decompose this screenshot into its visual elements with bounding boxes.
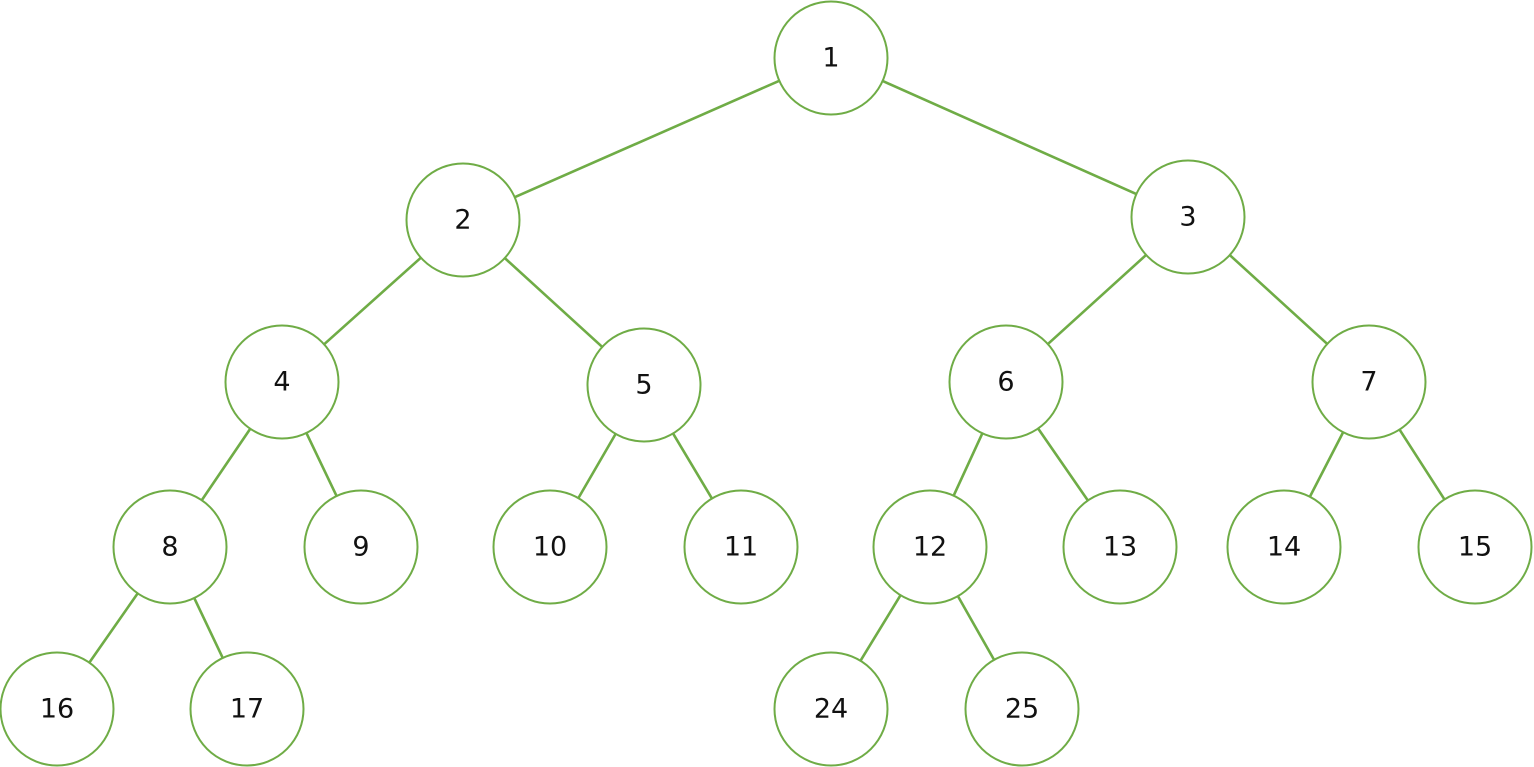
edge-7-15 xyxy=(1398,428,1446,501)
node-circle xyxy=(224,324,340,440)
node-label: 12 xyxy=(913,532,947,563)
edge-1-2 xyxy=(513,79,781,199)
edge-8-17 xyxy=(192,596,225,660)
node-circle xyxy=(1311,324,1427,440)
node-circle xyxy=(0,651,115,767)
tree-edges xyxy=(88,79,1446,664)
node-label: 5 xyxy=(635,370,652,401)
edge-3-7 xyxy=(1228,253,1329,346)
edge-6-13 xyxy=(1036,427,1090,502)
node-label: 7 xyxy=(1360,367,1377,398)
edge-2-5 xyxy=(503,256,604,349)
edge-3-6 xyxy=(1046,253,1148,346)
tree-node-24: 24 xyxy=(773,651,889,767)
node-circle xyxy=(773,651,889,767)
node-circle xyxy=(112,489,228,605)
tree-node-4: 4 xyxy=(224,324,340,440)
node-label: 24 xyxy=(814,694,848,725)
node-label: 2 xyxy=(454,205,471,236)
node-label: 25 xyxy=(1005,694,1039,725)
edge-7-14 xyxy=(1308,430,1345,499)
edge-4-8 xyxy=(200,427,252,502)
edge-2-4 xyxy=(322,256,423,346)
tree-node-6: 6 xyxy=(948,324,1064,440)
node-label: 13 xyxy=(1103,532,1137,563)
edge-12-25 xyxy=(956,594,996,662)
edge-5-10 xyxy=(577,432,617,500)
edge-12-24 xyxy=(859,593,902,663)
node-label: 3 xyxy=(1179,202,1196,233)
tree-node-1: 1 xyxy=(773,0,889,116)
node-circle xyxy=(872,489,988,605)
edge-4-9 xyxy=(305,431,338,498)
tree-node-8: 8 xyxy=(112,489,228,605)
tree-node-5: 5 xyxy=(586,327,702,443)
node-circle xyxy=(303,489,419,605)
node-label: 14 xyxy=(1267,532,1301,563)
tree-node-13: 13 xyxy=(1062,489,1178,605)
node-circle xyxy=(948,324,1064,440)
edge-5-11 xyxy=(671,432,714,500)
node-label: 9 xyxy=(352,532,369,563)
edge-6-12 xyxy=(952,432,984,497)
node-circle xyxy=(189,651,305,767)
node-circle xyxy=(1417,489,1533,605)
tree-node-7: 7 xyxy=(1311,324,1427,440)
node-circle xyxy=(773,0,889,116)
tree-node-17: 17 xyxy=(189,651,305,767)
tree-node-9: 9 xyxy=(303,489,419,605)
tree-node-16: 16 xyxy=(0,651,115,767)
node-circle xyxy=(1130,159,1246,275)
tree-node-10: 10 xyxy=(492,489,608,605)
node-label: 4 xyxy=(273,367,290,398)
node-label: 11 xyxy=(724,532,758,563)
tree-node-14: 14 xyxy=(1226,489,1342,605)
node-label: 10 xyxy=(533,532,567,563)
node-circle xyxy=(683,489,799,605)
node-circle xyxy=(405,162,521,278)
node-circle xyxy=(586,327,702,443)
tree-node-11: 11 xyxy=(683,489,799,605)
tree-node-2: 2 xyxy=(405,162,521,278)
tree-node-3: 3 xyxy=(1130,159,1246,275)
node-label: 6 xyxy=(997,367,1014,398)
node-circle xyxy=(964,651,1080,767)
node-circle xyxy=(492,489,608,605)
node-label: 8 xyxy=(161,532,178,563)
tree-node-12: 12 xyxy=(872,489,988,605)
node-label: 16 xyxy=(40,694,74,725)
tree-node-15: 15 xyxy=(1417,489,1533,605)
edge-8-16 xyxy=(88,592,139,664)
node-circle xyxy=(1062,489,1178,605)
node-circle xyxy=(1226,489,1342,605)
node-label: 15 xyxy=(1458,532,1492,563)
node-label: 1 xyxy=(822,43,839,74)
tree-node-25: 25 xyxy=(964,651,1080,767)
node-label: 17 xyxy=(230,694,264,725)
edge-1-3 xyxy=(881,79,1138,196)
